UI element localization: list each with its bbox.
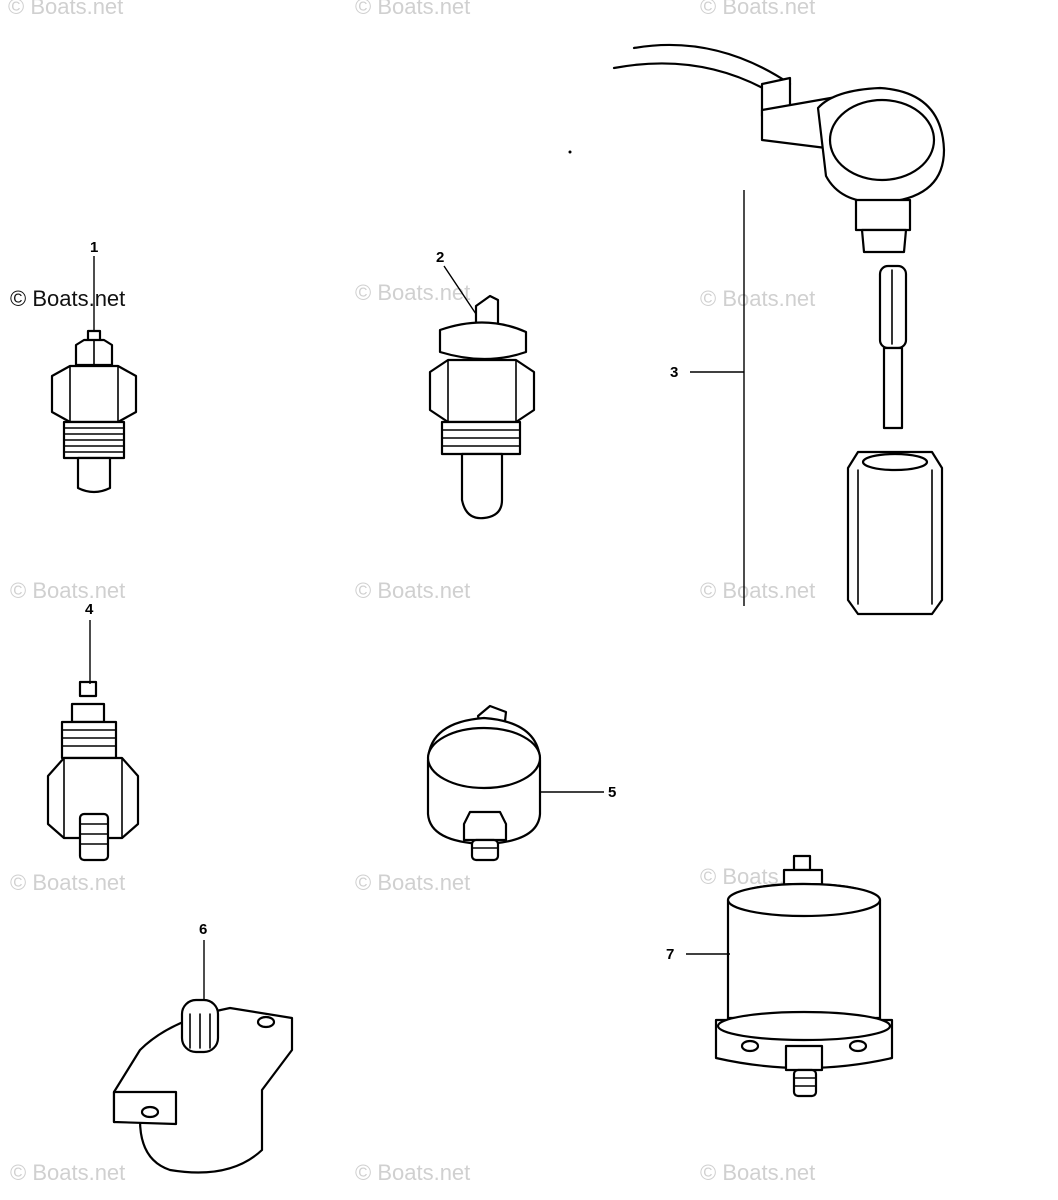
callout-2[interactable]: 2: [436, 249, 444, 266]
watermark: © Boats.net: [355, 578, 470, 603]
part-4-pressure-switch[interactable]: [46, 680, 140, 862]
watermarks: © Boats.net © Boats.net © Boats.net © Bo…: [8, 0, 815, 1185]
part-1-sender[interactable]: [50, 329, 138, 494]
watermark: © Boats.net: [700, 578, 815, 603]
watermark: © Boats.net: [700, 0, 815, 19]
watermark: © Boats.net: [700, 1160, 815, 1185]
watermark: © Boats.net: [700, 286, 815, 311]
leader-line: [443, 265, 477, 315]
part-3-sender-assembly[interactable]: [612, 43, 946, 616]
part-2-switch[interactable]: [428, 294, 536, 520]
watermark: © Boats.net: [8, 0, 123, 19]
part-7-sender[interactable]: [714, 854, 894, 1098]
watermark: © Boats.net: [10, 286, 125, 311]
callout-4[interactable]: 4: [85, 601, 94, 618]
speck: [568, 150, 572, 154]
watermark: © Boats.net: [355, 870, 470, 895]
callout-5[interactable]: 5: [608, 784, 616, 801]
watermark: © Boats.net: [10, 870, 125, 895]
part-6-switch[interactable]: [112, 998, 294, 1174]
callout-3[interactable]: 3: [670, 364, 678, 381]
callout-6[interactable]: 6: [199, 921, 207, 938]
watermark: © Boats.net: [10, 1160, 125, 1185]
callout-7[interactable]: 7: [666, 946, 674, 963]
watermark: © Boats.net: [10, 578, 125, 603]
callout-1[interactable]: 1: [90, 239, 98, 256]
watermark: © Boats.net: [355, 1160, 470, 1185]
part-5-pressure-sender[interactable]: [426, 704, 542, 862]
watermark: © Boats.net: [355, 0, 470, 19]
watermark: © Boats.net: [355, 280, 470, 305]
